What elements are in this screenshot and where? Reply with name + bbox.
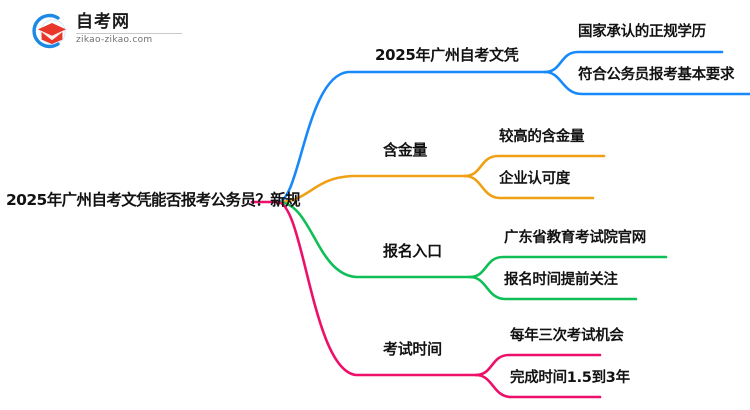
leaf-diploma-1[interactable]: 国家承认的正规学历 (578, 24, 706, 40)
topic-branch-entry[interactable]: 报名入口 (383, 242, 442, 260)
logo-divider (76, 33, 182, 34)
branch-schedule-connectors (276, 200, 602, 399)
branch-value-connectors (276, 154, 606, 204)
topic-branch-value[interactable]: 含金量 (383, 141, 428, 159)
topic-branch-diploma[interactable]: 2025年广州自考文凭 (375, 46, 519, 64)
root-topic[interactable]: 2025年广州自考文凭能否报考公务员？新规 (6, 191, 301, 209)
logo-title: 自考网 (76, 12, 130, 32)
leaf-entry-2[interactable]: 报名时间提前关注 (504, 272, 618, 288)
leaf-schedule-1[interactable]: 每年三次考试机会 (510, 328, 624, 344)
topic-branch-schedule[interactable]: 考试时间 (383, 340, 442, 358)
logo-text: 自考网 zikao-zikao.com (76, 12, 186, 46)
logo-subtitle: zikao-zikao.com (76, 35, 153, 45)
leaf-value-1[interactable]: 较高的含金量 (499, 129, 585, 145)
leaf-diploma-2[interactable]: 符合公务员报考基本要求 (578, 67, 735, 83)
leaf-entry-1[interactable]: 广东省教育考试院官网 (504, 230, 646, 246)
leaf-value-2[interactable]: 企业认可度 (499, 171, 570, 187)
leaf-schedule-2[interactable]: 完成时间1.5到3年 (510, 370, 630, 386)
branch-entry-connectors (276, 200, 668, 301)
branch-diploma-connectors (276, 50, 750, 204)
graduation-cap-logo-icon (32, 13, 66, 49)
site-logo: 自考网 zikao-zikao.com (28, 9, 188, 53)
